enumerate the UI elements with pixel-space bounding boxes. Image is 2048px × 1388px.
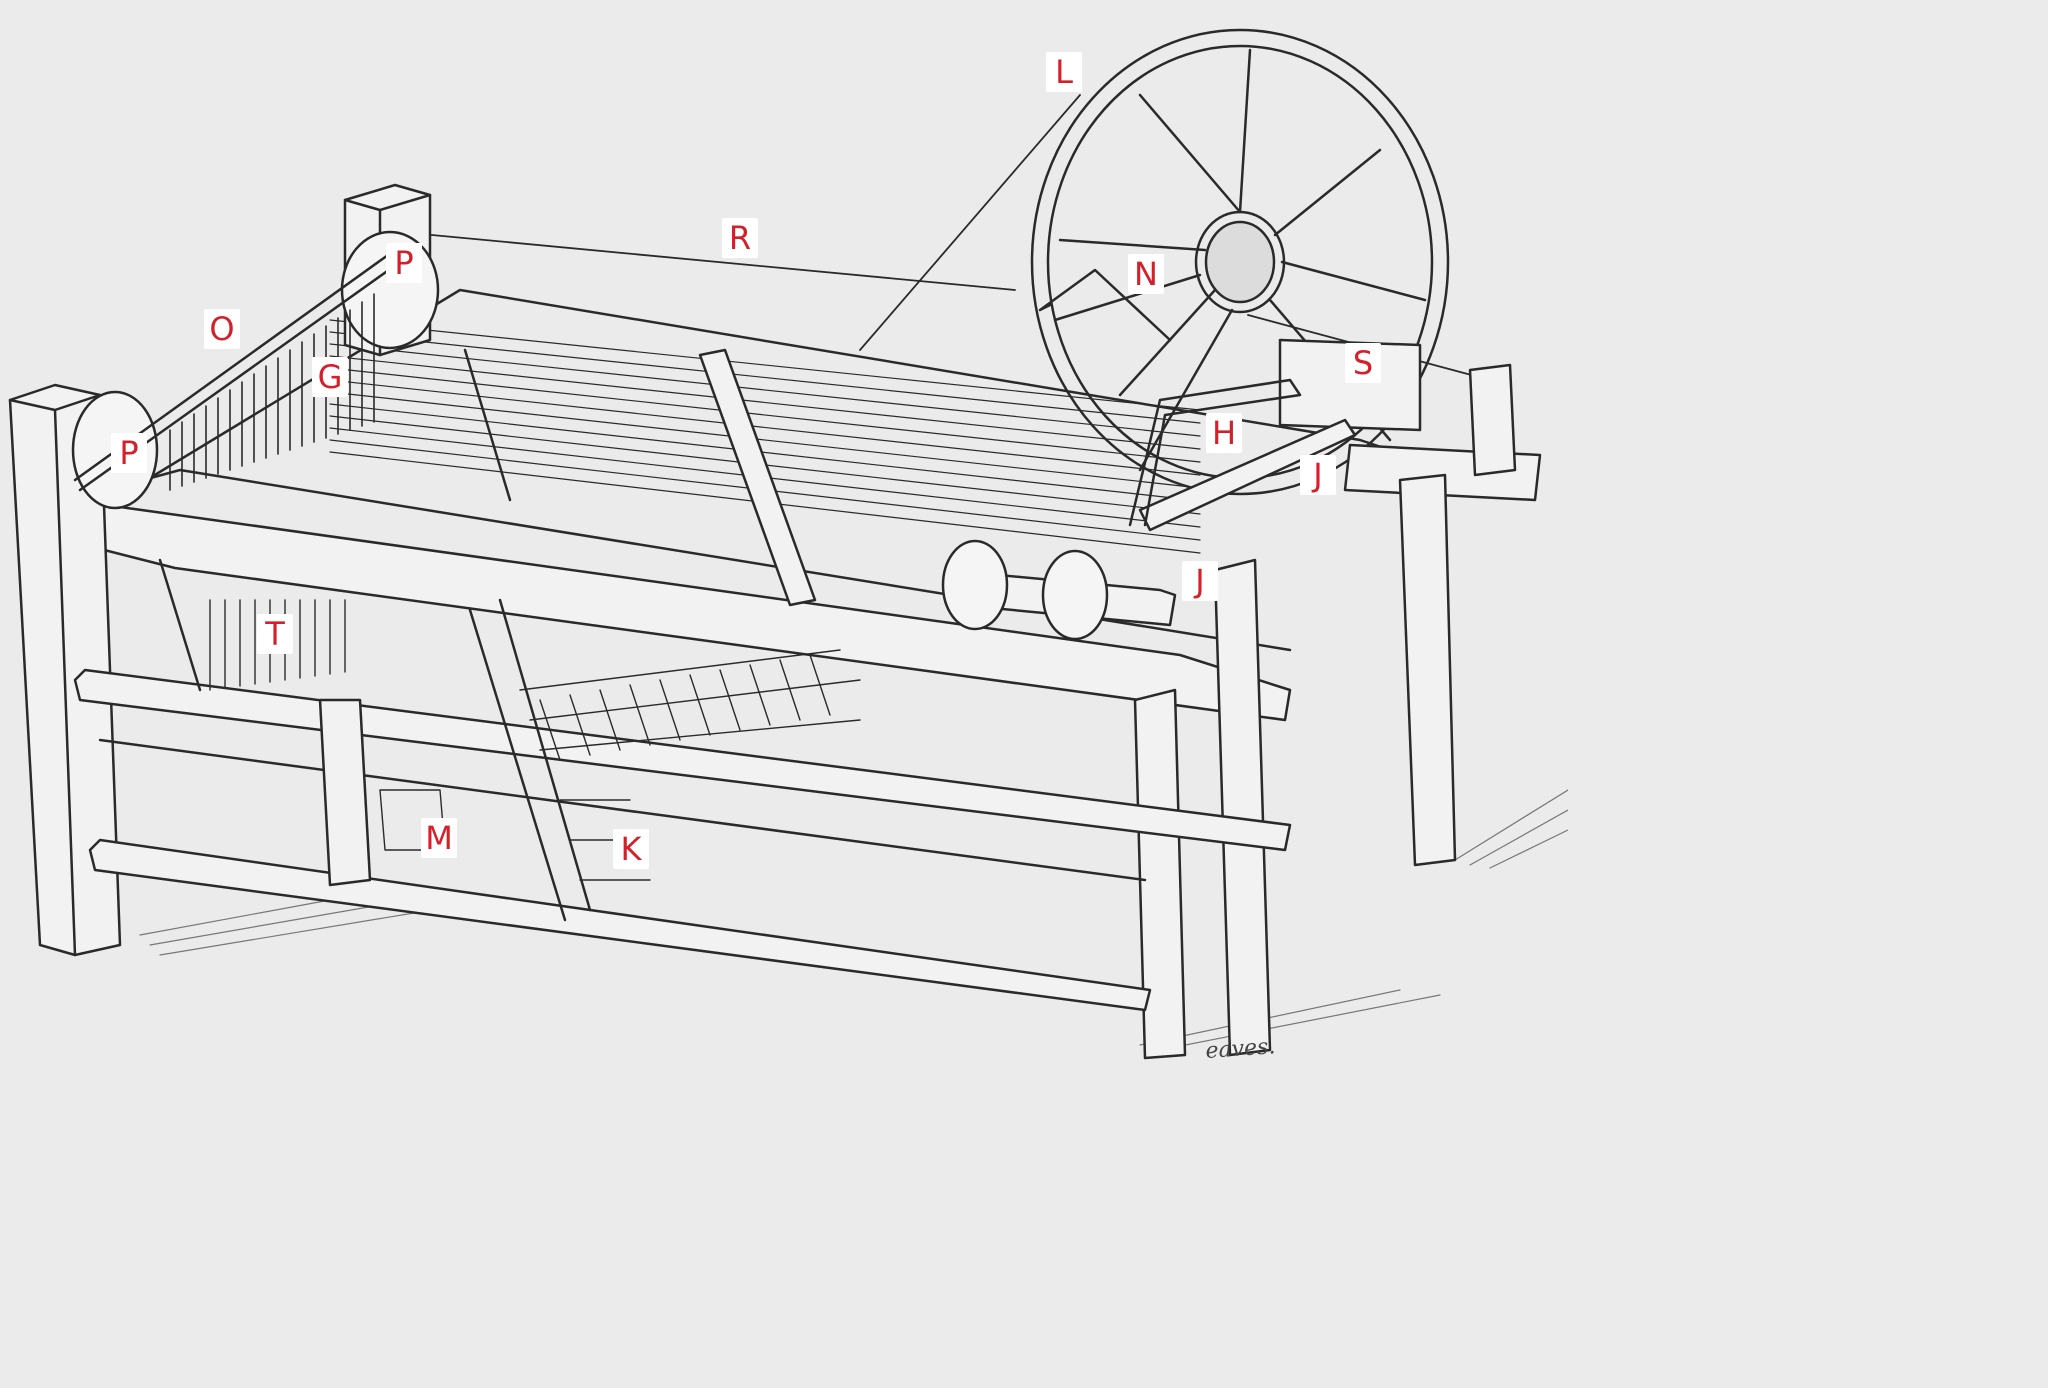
drive-bands <box>399 94 1491 381</box>
right-frame <box>1278 338 1542 867</box>
label-K: K <box>613 829 649 869</box>
label-J-lower: J <box>1182 561 1218 601</box>
diagonal-braces <box>463 348 817 607</box>
label-S: S <box>1345 343 1381 383</box>
label-R: R <box>722 218 758 258</box>
bobbin-rack <box>209 599 861 881</box>
label-N: N <box>1128 254 1164 294</box>
drive-wheel <box>1030 28 1450 496</box>
machine-drawing: eaves. <box>8 28 1569 1064</box>
label-O: O <box>204 309 240 349</box>
carriage <box>941 378 1357 641</box>
label-H: H <box>1206 413 1242 453</box>
label-G: G <box>312 357 348 397</box>
label-P-left: P <box>111 433 147 473</box>
label-J-upper: J <box>1300 455 1336 495</box>
lower-rails <box>73 558 1292 1012</box>
caption-text: eaves. <box>1205 1034 1276 1063</box>
label-L: L <box>1046 52 1082 92</box>
spinning-jenny-diagram: eaves. L R P N O S G H P J J T M K <box>8 28 1569 1064</box>
label-M: M <box>421 818 457 858</box>
label-P-top: P <box>386 243 422 283</box>
right-front-post <box>1133 558 1272 1060</box>
label-T: T <box>257 614 293 654</box>
